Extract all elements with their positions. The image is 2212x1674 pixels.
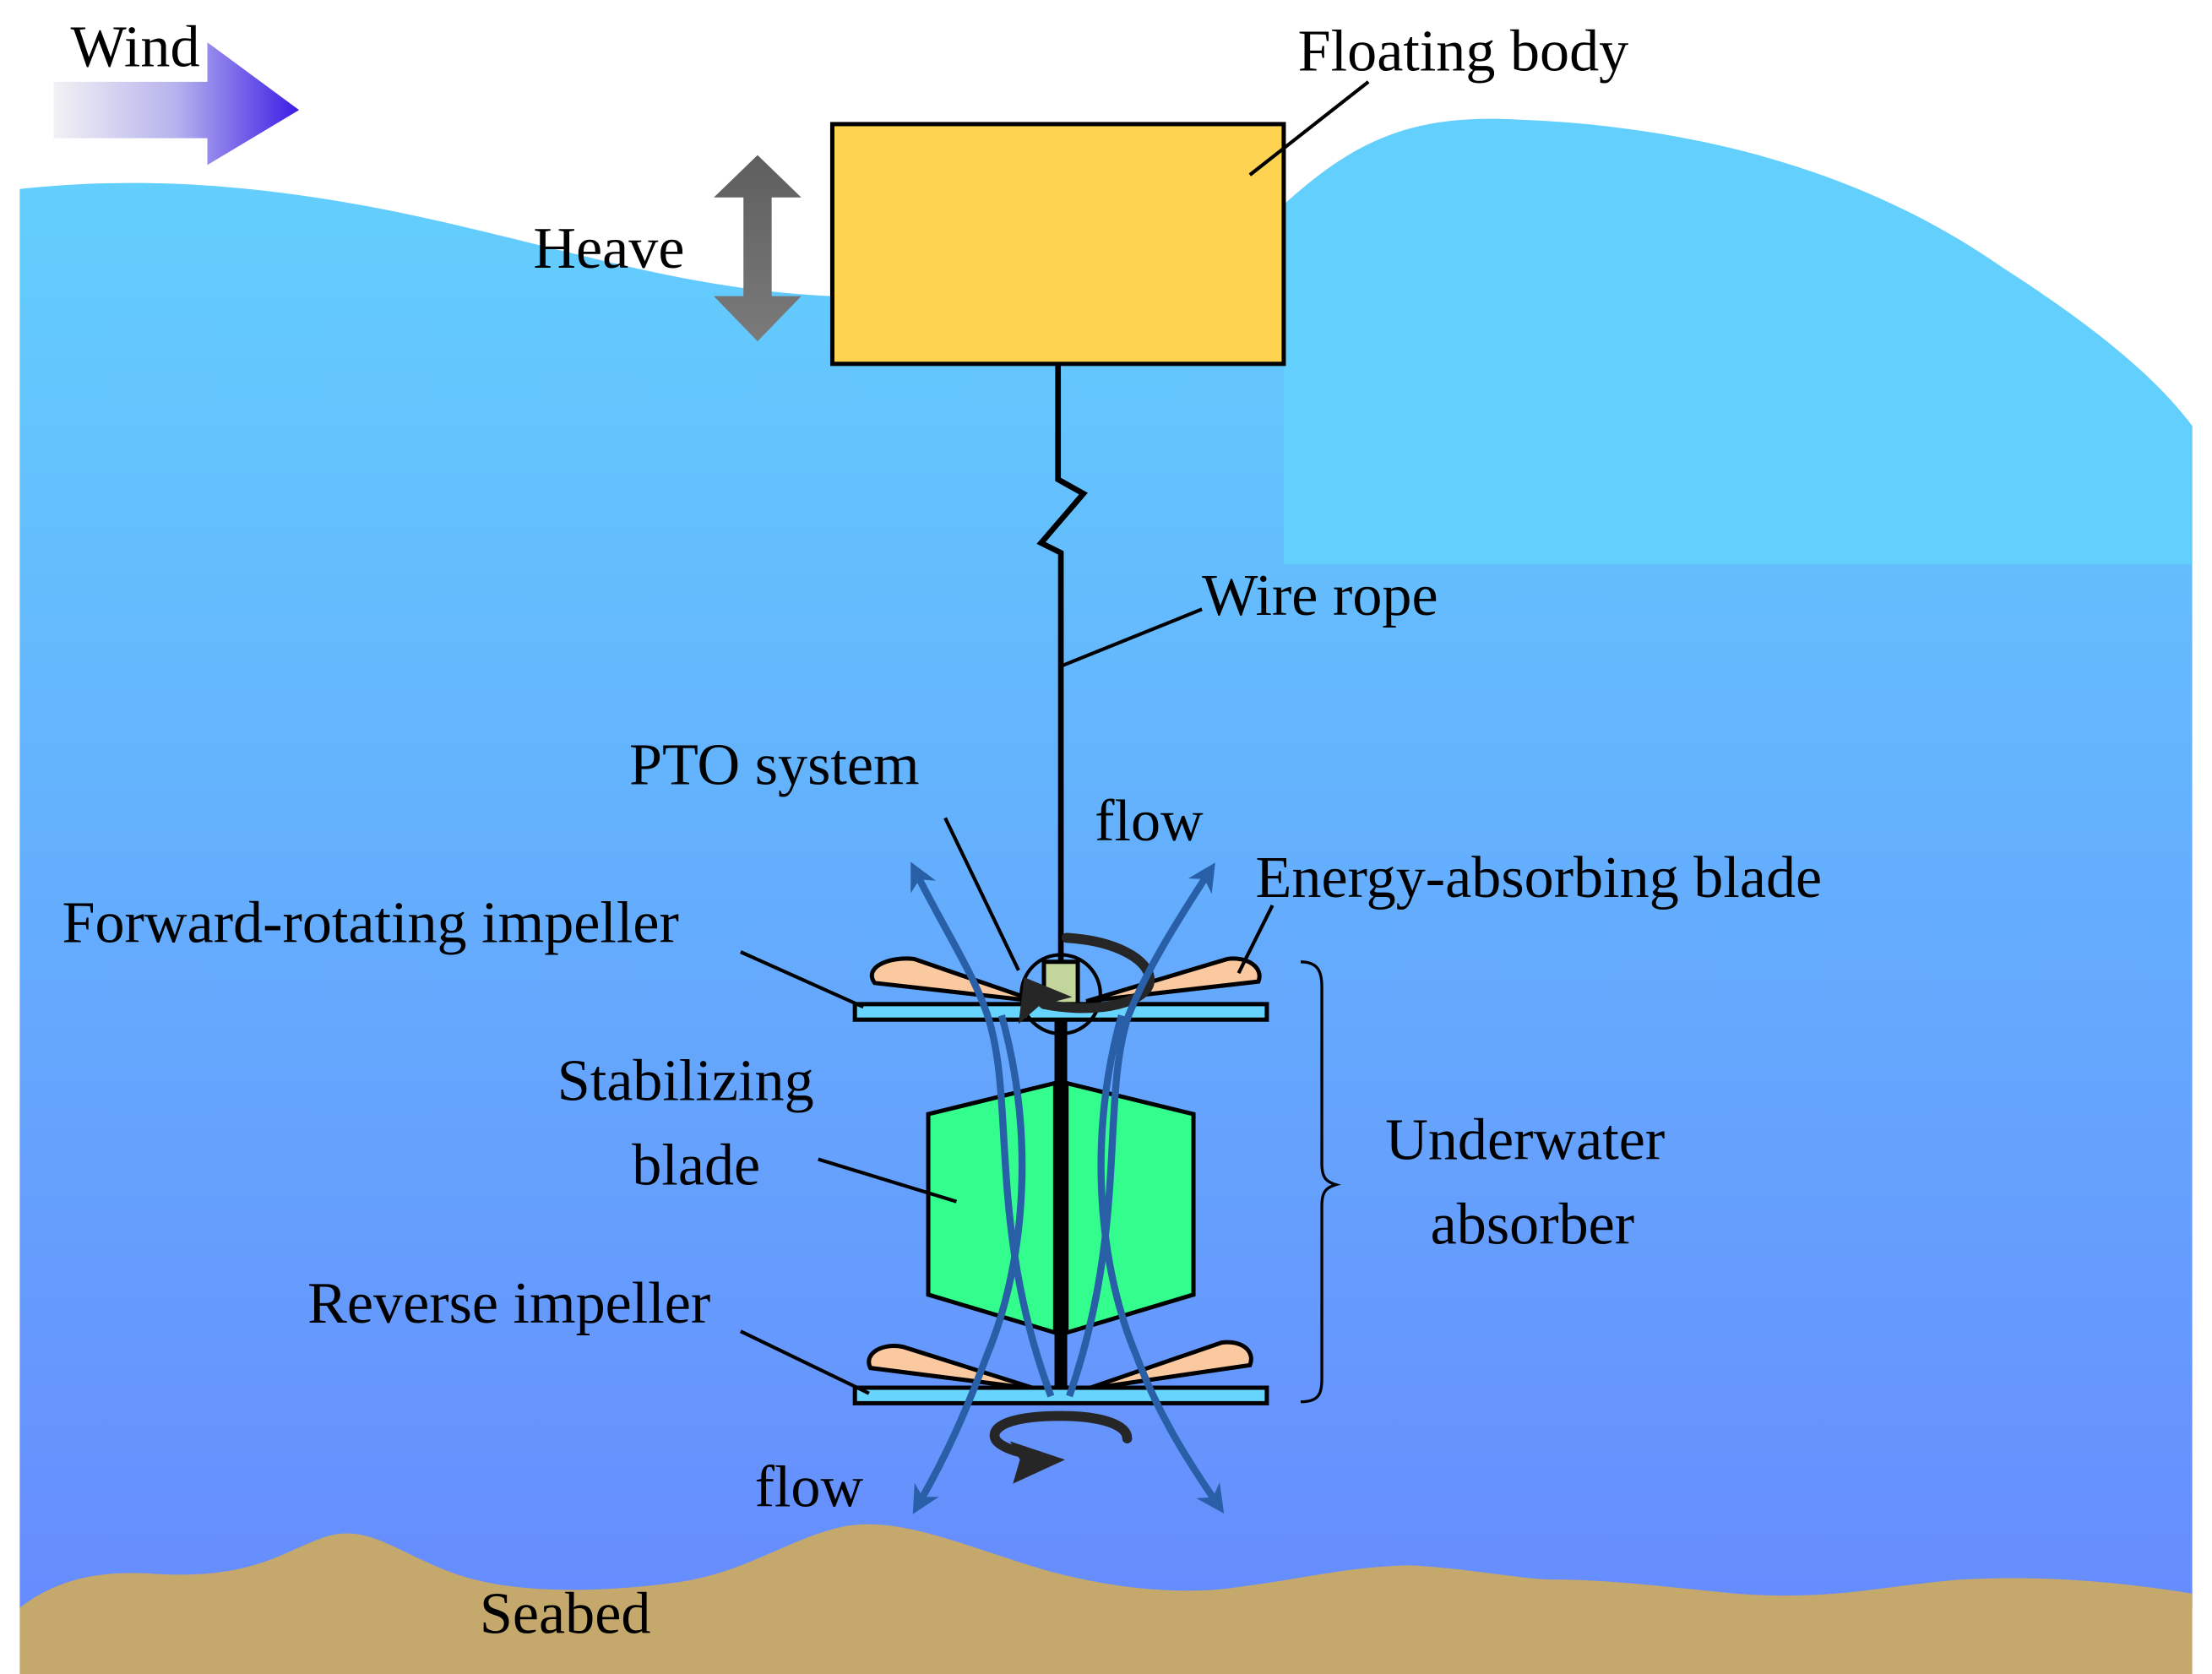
heave-arrow-icon [714, 155, 802, 342]
leader-wire-rope [1061, 607, 1203, 668]
blade-right-top [1085, 956, 1262, 1004]
label-stabilizing-blade-1: Stabilizing [557, 1047, 814, 1113]
underwater-absorber-brace [1300, 960, 1341, 1404]
pto-highlight-circle [1019, 953, 1102, 1036]
rotation-arrow-top-icon [1018, 932, 1155, 1025]
blade-left-bottom [867, 1344, 1038, 1392]
flow-arrow-bottom-left [912, 1014, 1026, 1514]
rotation-arrow-bottom-icon [989, 1410, 1133, 1484]
leader-energy-blade [1236, 905, 1274, 975]
label-seabed: Seabed [480, 1581, 651, 1647]
leader-forward-impeller [740, 950, 865, 1009]
label-energy-absorbing-blade: Energy-absorbing blade [1256, 845, 1823, 910]
label-flow-bottom: flow [755, 1454, 864, 1519]
flow-arrow-bottom-right [1097, 1014, 1225, 1514]
leader-stabilizing-blade [818, 1157, 958, 1204]
flow-arrow-top-right [1066, 862, 1215, 1398]
label-stabilizing-blade-2: blade [632, 1133, 760, 1198]
label-floating-body: Floating body [1298, 18, 1629, 84]
label-pto-system: PTO system [629, 731, 920, 797]
label-wire-rope: Wire rope [1202, 563, 1438, 628]
label-underwater-absorber-1: Underwater [1385, 1107, 1665, 1173]
impeller-plate-bottom [852, 1385, 1269, 1405]
flow-arrow-top-left [910, 861, 1055, 1398]
blade-right-bottom [1085, 1340, 1253, 1392]
reverse-impeller [852, 1340, 1269, 1405]
label-forward-rotating-impeller: Forward-rotating impeller [62, 889, 678, 955]
forward-rotating-impeller [852, 956, 1269, 1022]
seabed [19, 1524, 2193, 1674]
leader-pto [943, 817, 1020, 971]
label-wind: Wind [71, 14, 200, 79]
flow-arrows [910, 861, 1225, 1514]
label-heave: Heave [533, 215, 684, 281]
leader-floating-body [1248, 80, 1370, 177]
floating-body [829, 122, 1286, 367]
wave-crest [1283, 118, 2193, 564]
label-underwater-absorber-2: absorber [1431, 1192, 1634, 1258]
wind-arrow-icon [53, 42, 300, 166]
label-reverse-impeller: Reverse impeller [307, 1270, 710, 1336]
blade-left-top [869, 956, 1038, 1004]
leader-reverse-impeller [739, 1329, 870, 1395]
wire-rope [1036, 363, 1088, 1376]
label-flow-top: flow [1095, 788, 1204, 854]
